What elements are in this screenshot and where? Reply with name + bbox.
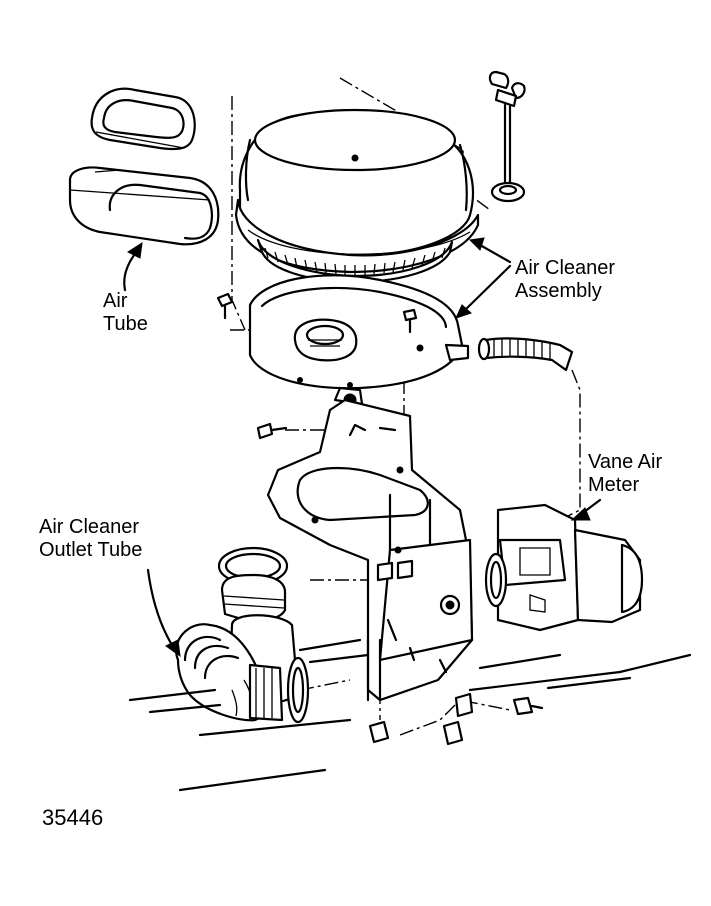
figure-number: 35446 xyxy=(42,805,104,830)
label-air-tube-line2: Tube xyxy=(103,313,148,335)
fasteners xyxy=(216,292,544,746)
air-cleaner-housing xyxy=(248,274,470,407)
label-air-cleaner-assembly-line1: Air Cleaner xyxy=(515,257,616,279)
label-air-cleaner-assembly: Air Cleaner Assembly xyxy=(515,257,615,303)
label-vane-air-meter: Vane Air Meter xyxy=(588,451,662,497)
label-vane-air-meter-line2: Meter xyxy=(588,474,640,496)
label-air-cleaner-outlet-tube: Air Cleaner Outlet Tube xyxy=(39,516,142,562)
label-vane-air-meter-line1: Vane Air xyxy=(588,451,663,473)
breather-hose xyxy=(477,337,574,372)
wing-nut-stud xyxy=(488,70,526,203)
outlet-tube xyxy=(146,546,310,724)
assembly-arrows xyxy=(455,237,512,319)
air-tube xyxy=(68,87,220,292)
label-outlet-tube-line1: Air Cleaner xyxy=(39,516,140,538)
label-air-cleaner-assembly-line2: Assembly xyxy=(515,280,602,302)
air-cleaner-lid xyxy=(234,108,480,274)
label-air-tube-line1: Air xyxy=(103,290,128,312)
body-panel xyxy=(128,638,692,792)
vane-air-meter xyxy=(484,498,644,632)
label-outlet-tube-line2: Outlet Tube xyxy=(39,539,143,561)
mounting-bracket xyxy=(266,398,474,702)
label-air-tube: Air Tube xyxy=(103,290,148,336)
